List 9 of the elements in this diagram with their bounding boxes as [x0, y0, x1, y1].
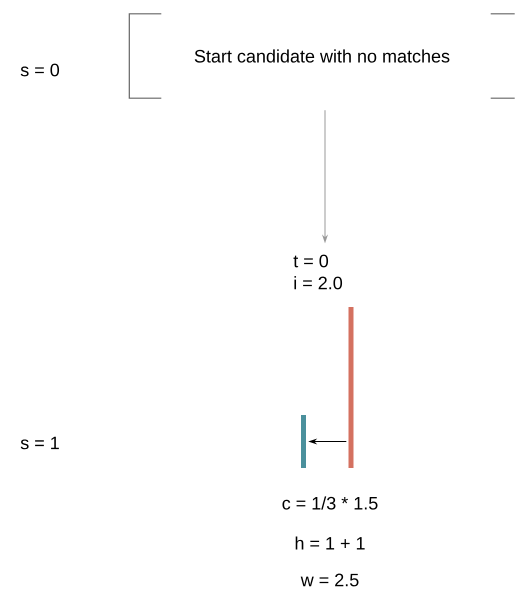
bracket-box: Start candidate with no matches: [128, 13, 515, 99]
label: s = 1: [20, 436, 59, 450]
label: h = 1 + 1: [296, 536, 365, 550]
label: s = 0: [20, 64, 60, 76]
label: w = 2.5: [300, 574, 358, 586]
bar: [348, 307, 354, 468]
label: c = 1/3 * 1.5: [282, 496, 378, 510]
bar: [301, 415, 306, 468]
value-text: t = 0 i = 2.0: [294, 254, 342, 290]
